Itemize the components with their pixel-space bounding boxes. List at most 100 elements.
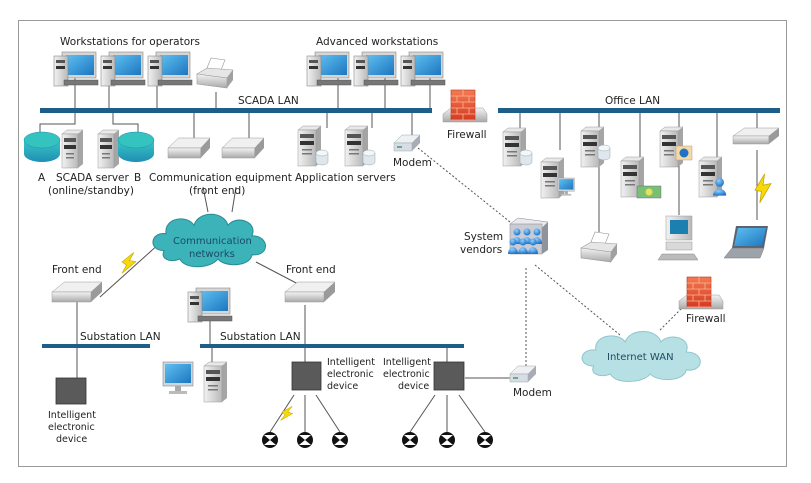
printer-icon bbox=[196, 57, 234, 89]
money-coin-icon bbox=[645, 188, 653, 196]
disk-a-icon bbox=[23, 131, 61, 162]
ied-left-label-3: device bbox=[56, 434, 87, 445]
disk-b-wire bbox=[112, 113, 139, 138]
scada-server-b-icon bbox=[97, 129, 120, 169]
cloud-to-frontend-right bbox=[255, 261, 301, 286]
office-laptop-icon bbox=[723, 226, 768, 259]
modem-bottom-label: Modem bbox=[513, 387, 552, 399]
system-vendors-icon bbox=[508, 217, 549, 255]
comm-networks-label: Communication bbox=[173, 236, 252, 247]
ied-left-icon bbox=[55, 377, 87, 405]
office-pc-icon bbox=[657, 215, 699, 261]
office-disk-icon bbox=[597, 144, 611, 161]
wireless-link-icon bbox=[754, 173, 772, 204]
communication-networks-cloud bbox=[152, 213, 266, 268]
firewall-top-label: Firewall bbox=[447, 129, 487, 141]
ied-right-label-2: electronic bbox=[383, 369, 430, 380]
front-end-right-label: Front end bbox=[286, 264, 336, 276]
front-end-right-icon bbox=[284, 281, 336, 303]
app-server-disk-icon bbox=[362, 149, 376, 166]
advanced-group-label: Advanced workstations bbox=[316, 36, 438, 48]
diagram-frame bbox=[18, 20, 787, 467]
comm-equipment-icon bbox=[167, 137, 211, 159]
scada-lan-bus bbox=[40, 108, 432, 113]
office-lan-bus bbox=[498, 108, 780, 113]
comm-networks-sublabel: networks bbox=[189, 249, 235, 260]
modem-to-vendors-link bbox=[417, 147, 521, 231]
front-end-left-icon bbox=[51, 281, 103, 303]
operators-group-label: Workstations for operators bbox=[60, 36, 200, 48]
ied-mid-label-3: device bbox=[327, 381, 358, 392]
firewall-bottom-label: Firewall bbox=[686, 313, 726, 325]
scada-server-a-icon bbox=[61, 129, 84, 169]
substation-monitor-icon bbox=[162, 361, 194, 394]
substation-workstation-icon bbox=[187, 287, 233, 323]
disk-a-wire bbox=[39, 113, 76, 138]
comm-equipment-icon bbox=[221, 137, 265, 159]
sensor-icon bbox=[402, 432, 418, 448]
ied-mid-icon bbox=[291, 361, 322, 391]
advanced-workstation-icon bbox=[353, 51, 399, 87]
operator-workstation-icon bbox=[53, 51, 99, 87]
substation-lan-bus-2 bbox=[200, 344, 464, 348]
system-vendors-sublabel: vendors bbox=[460, 244, 502, 256]
firewall-bottom-icon bbox=[678, 276, 724, 310]
ied-left-label-2: electronic bbox=[48, 422, 95, 433]
office-printer-icon bbox=[580, 231, 618, 263]
app-servers-label: Application servers bbox=[295, 172, 396, 184]
app-server-disk-icon bbox=[315, 149, 329, 166]
ied-mid-label-2: electronic bbox=[327, 369, 374, 380]
comm-equipment-sublabel: (front end) bbox=[189, 185, 245, 197]
vendors-to-wan-link bbox=[534, 264, 621, 336]
scada-server-sublabel: (online/standby) bbox=[48, 185, 134, 197]
sensor-icon bbox=[332, 432, 348, 448]
office-lan-label: Office LAN bbox=[605, 95, 660, 107]
operator-workstation-icon bbox=[100, 51, 146, 87]
ied-to-sensor-wire bbox=[458, 394, 486, 433]
wan-to-firewall-link bbox=[659, 299, 691, 331]
system-vendors-label: System bbox=[464, 231, 503, 243]
firewall-top-icon bbox=[442, 89, 488, 123]
ied-to-sensor-wire bbox=[409, 394, 436, 433]
server-b-label: B bbox=[134, 172, 141, 184]
ied-right-label-1: Intelligent bbox=[383, 357, 431, 368]
office-monitor-icon bbox=[557, 177, 575, 196]
ied-right-icon bbox=[433, 361, 465, 391]
ied-to-sensor-wire bbox=[315, 394, 341, 433]
comm-eq-to-cloud-1 bbox=[202, 186, 209, 213]
substation-lan-label-2: Substation LAN bbox=[220, 331, 301, 343]
operator-workstation-icon bbox=[147, 51, 193, 87]
server-a-label: A bbox=[38, 172, 46, 184]
ied-right-label-3: device bbox=[398, 381, 429, 392]
office-disk-icon bbox=[519, 149, 533, 166]
modem-top-label: Modem bbox=[393, 157, 432, 169]
globe-icon bbox=[679, 148, 689, 158]
comm-equipment-label: Communication equipment bbox=[149, 172, 292, 184]
ied-left-label-1: Intelligent bbox=[48, 410, 96, 421]
wireless-link-icon bbox=[121, 252, 137, 274]
wireless-link-icon bbox=[280, 406, 294, 421]
internet-wan-label: Internet WAN bbox=[607, 352, 674, 363]
substation-lan-label-1: Substation LAN bbox=[80, 331, 161, 343]
sensor-icon bbox=[297, 432, 313, 448]
disk-b-icon bbox=[117, 131, 155, 162]
office-server-icon bbox=[698, 156, 723, 198]
modem-top-icon bbox=[393, 134, 421, 152]
advanced-workstation-icon bbox=[400, 51, 446, 87]
comm-eq-to-cloud-2 bbox=[231, 186, 237, 213]
office-server-icon bbox=[540, 157, 565, 199]
advanced-workstation-icon bbox=[306, 51, 352, 87]
sensor-icon bbox=[262, 432, 278, 448]
sensor-icon bbox=[439, 432, 455, 448]
office-router-icon bbox=[732, 127, 780, 145]
ied-mid-label-1: Intelligent bbox=[327, 357, 375, 368]
substation-lan-bus-1 bbox=[42, 344, 150, 348]
user-icon bbox=[713, 178, 727, 196]
modem-bottom-icon bbox=[509, 365, 537, 383]
scada-server-label: SCADA server bbox=[56, 172, 130, 184]
scada-lan-label: SCADA LAN bbox=[238, 95, 299, 107]
substation-server-icon bbox=[203, 361, 228, 403]
cloud-to-frontend-left bbox=[99, 242, 161, 298]
internet-wan-cloud bbox=[581, 331, 701, 382]
